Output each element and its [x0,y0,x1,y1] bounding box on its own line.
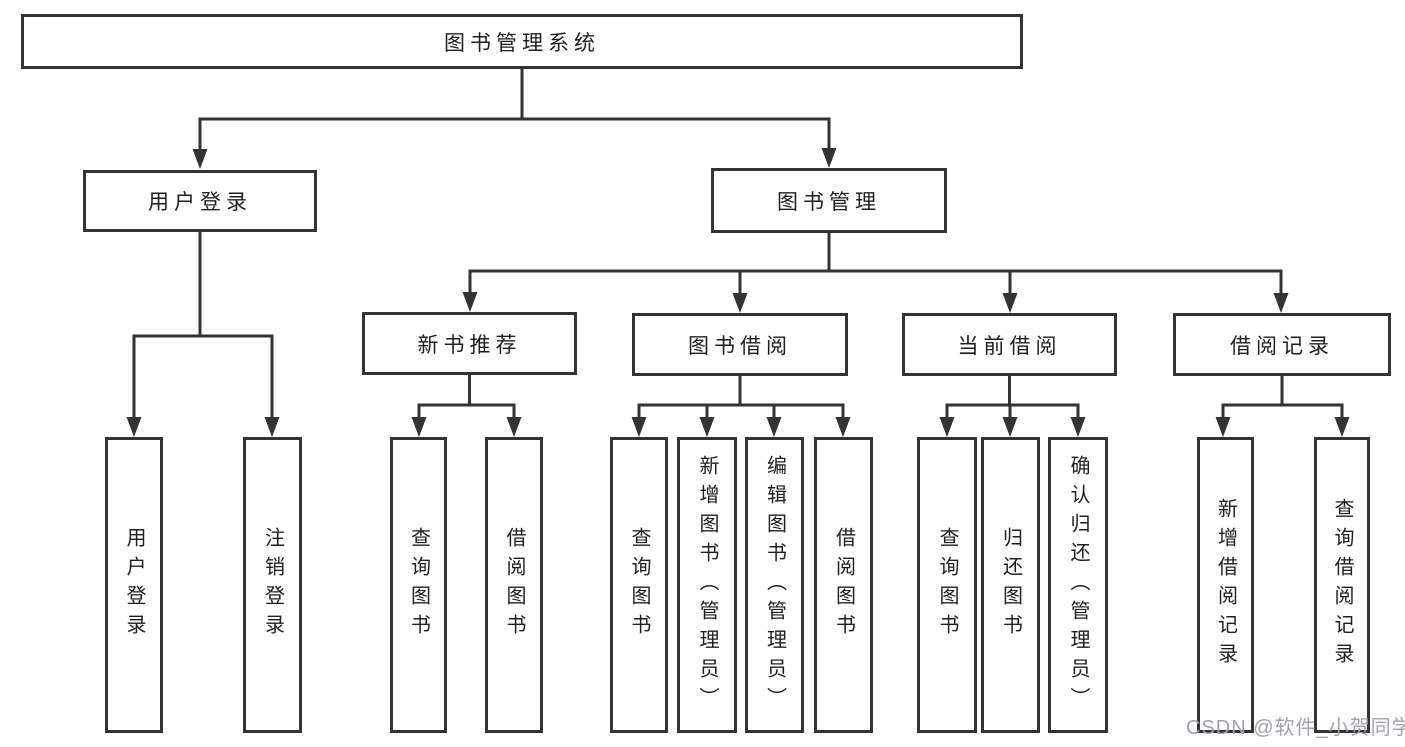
node-user-login-label: 用户登录 [148,191,252,214]
leaf-current-query-book: 查询图书 [917,437,977,733]
node-book-borrow-label: 图书借阅 [688,334,792,358]
csdn-watermark: CSDN @软件_小贺同学 [1186,717,1405,739]
leaf-add-borrow-record-label: 新增借阅记录 [1214,498,1237,672]
leaf-query-borrow-record-label: 查询借阅记录 [1331,498,1353,672]
leaf-edit-book-admin-label: 编辑图书（管理员） [763,454,786,716]
node-new-book-recommend: 新书推荐 [362,312,577,375]
leaf-return-book: 归还图书 [981,437,1040,733]
leaf-logout: 注销登录 [243,437,302,733]
leaf-borrow-book: 借阅图书 [814,437,873,733]
leaf-recommend-query-book-label: 查询图书 [407,527,430,643]
leaf-recommend-query-book: 查询图书 [390,437,447,733]
leaf-return-book-label: 归还图书 [999,527,1022,643]
node-current-borrow: 当前借阅 [902,313,1117,376]
leaf-current-query-book-label: 查询图书 [936,527,958,643]
node-user-login: 用户登录 [83,170,317,232]
node-borrow-record-label: 借阅记录 [1230,334,1334,358]
leaf-recommend-borrow-book: 借阅图书 [485,437,543,733]
node-book-borrow: 图书借阅 [632,313,848,376]
leaf-borrow-query-book-label: 查询图书 [628,527,650,643]
leaf-user-login-label: 用户登录 [123,527,145,643]
leaf-add-book-admin: 新增图书（管理员） [677,437,737,733]
leaf-add-book-admin-label: 新增图书（管理员） [696,454,718,716]
leaf-borrow-query-book: 查询图书 [610,437,668,733]
leaf-logout-label: 注销登录 [261,527,284,643]
node-current-borrow-label: 当前借阅 [957,334,1062,358]
leaf-query-borrow-record: 查询借阅记录 [1314,437,1370,733]
leaf-edit-book-admin: 编辑图书（管理员） [745,437,804,733]
leaf-confirm-return-admin: 确认归还（管理员） [1048,437,1108,733]
leaf-borrow-book-label: 借阅图书 [832,527,855,643]
node-root-system: 图书管理系统 [21,14,1023,69]
node-book-management: 图书管理 [711,168,947,233]
leaf-user-login: 用户登录 [105,437,163,733]
node-book-management-label: 图书管理 [777,190,881,214]
node-root-label: 图书管理系统 [444,31,600,55]
node-borrow-record: 借阅记录 [1173,313,1391,376]
leaf-recommend-borrow-book-label: 借阅图书 [503,527,525,643]
leaf-confirm-return-admin-label: 确认归还（管理员） [1067,454,1089,716]
leaf-add-borrow-record: 新增借阅记录 [1197,437,1254,733]
node-new-book-recommend-label: 新书推荐 [417,333,522,357]
